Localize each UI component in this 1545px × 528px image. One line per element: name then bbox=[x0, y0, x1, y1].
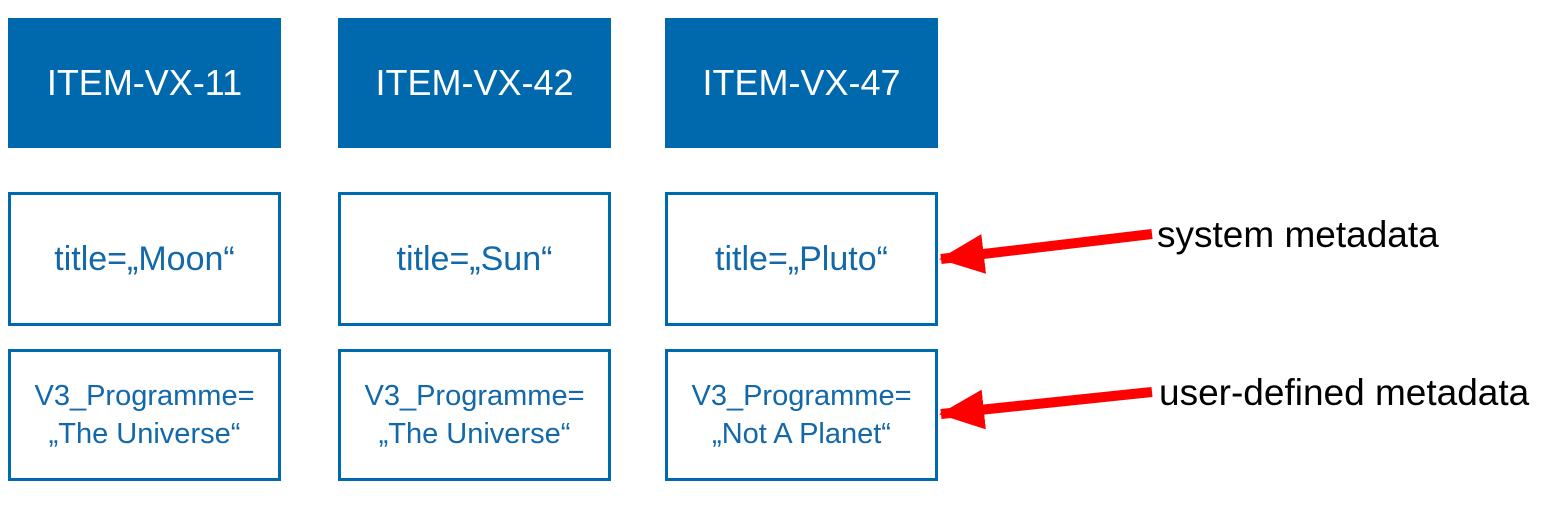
item-id-box-1: ITEM-VX-11 bbox=[8, 18, 281, 148]
system-metadata-box-2: title=„Sun“ bbox=[338, 192, 611, 326]
system-metadata-value-3: title=„Pluto“ bbox=[715, 239, 888, 278]
user-metadata-value-2: „The Universe“ bbox=[378, 418, 571, 450]
system-metadata-box-1: title=„Moon“ bbox=[8, 192, 281, 326]
system-metadata-arrow-icon bbox=[939, 229, 1153, 274]
user-metadata-box-2: V3_Programme= „The Universe“ bbox=[338, 349, 611, 481]
item-id-box-2: ITEM-VX-42 bbox=[338, 18, 611, 148]
system-metadata-value-1: title=„Moon“ bbox=[54, 239, 235, 278]
system-metadata-box-3: title=„Pluto“ bbox=[665, 192, 938, 326]
user-metadata-key-1: V3_Programme= bbox=[34, 380, 255, 412]
user-metadata-key-2: V3_Programme= bbox=[364, 380, 585, 412]
user-metadata-arrow-icon bbox=[939, 387, 1153, 430]
user-metadata-box-1: V3_Programme= „The Universe“ bbox=[8, 349, 281, 481]
item-id-label-2: ITEM-VX-42 bbox=[375, 62, 574, 103]
system-metadata-annotation: system metadata bbox=[1157, 214, 1439, 255]
item-id-box-3: ITEM-VX-47 bbox=[665, 18, 938, 148]
system-metadata-value-2: title=„Sun“ bbox=[396, 239, 553, 278]
item-id-label-3: ITEM-VX-47 bbox=[702, 62, 901, 103]
user-metadata-key-3: V3_Programme= bbox=[691, 380, 912, 412]
user-defined-metadata-annotation: user-defined metadata bbox=[1159, 372, 1530, 413]
user-metadata-value-1: „The Universe“ bbox=[48, 418, 241, 450]
user-metadata-box-3: V3_Programme= „Not A Planet“ bbox=[665, 349, 938, 481]
item-id-label-1: ITEM-VX-11 bbox=[46, 62, 243, 103]
user-metadata-value-3: „Not A Planet“ bbox=[712, 418, 891, 450]
